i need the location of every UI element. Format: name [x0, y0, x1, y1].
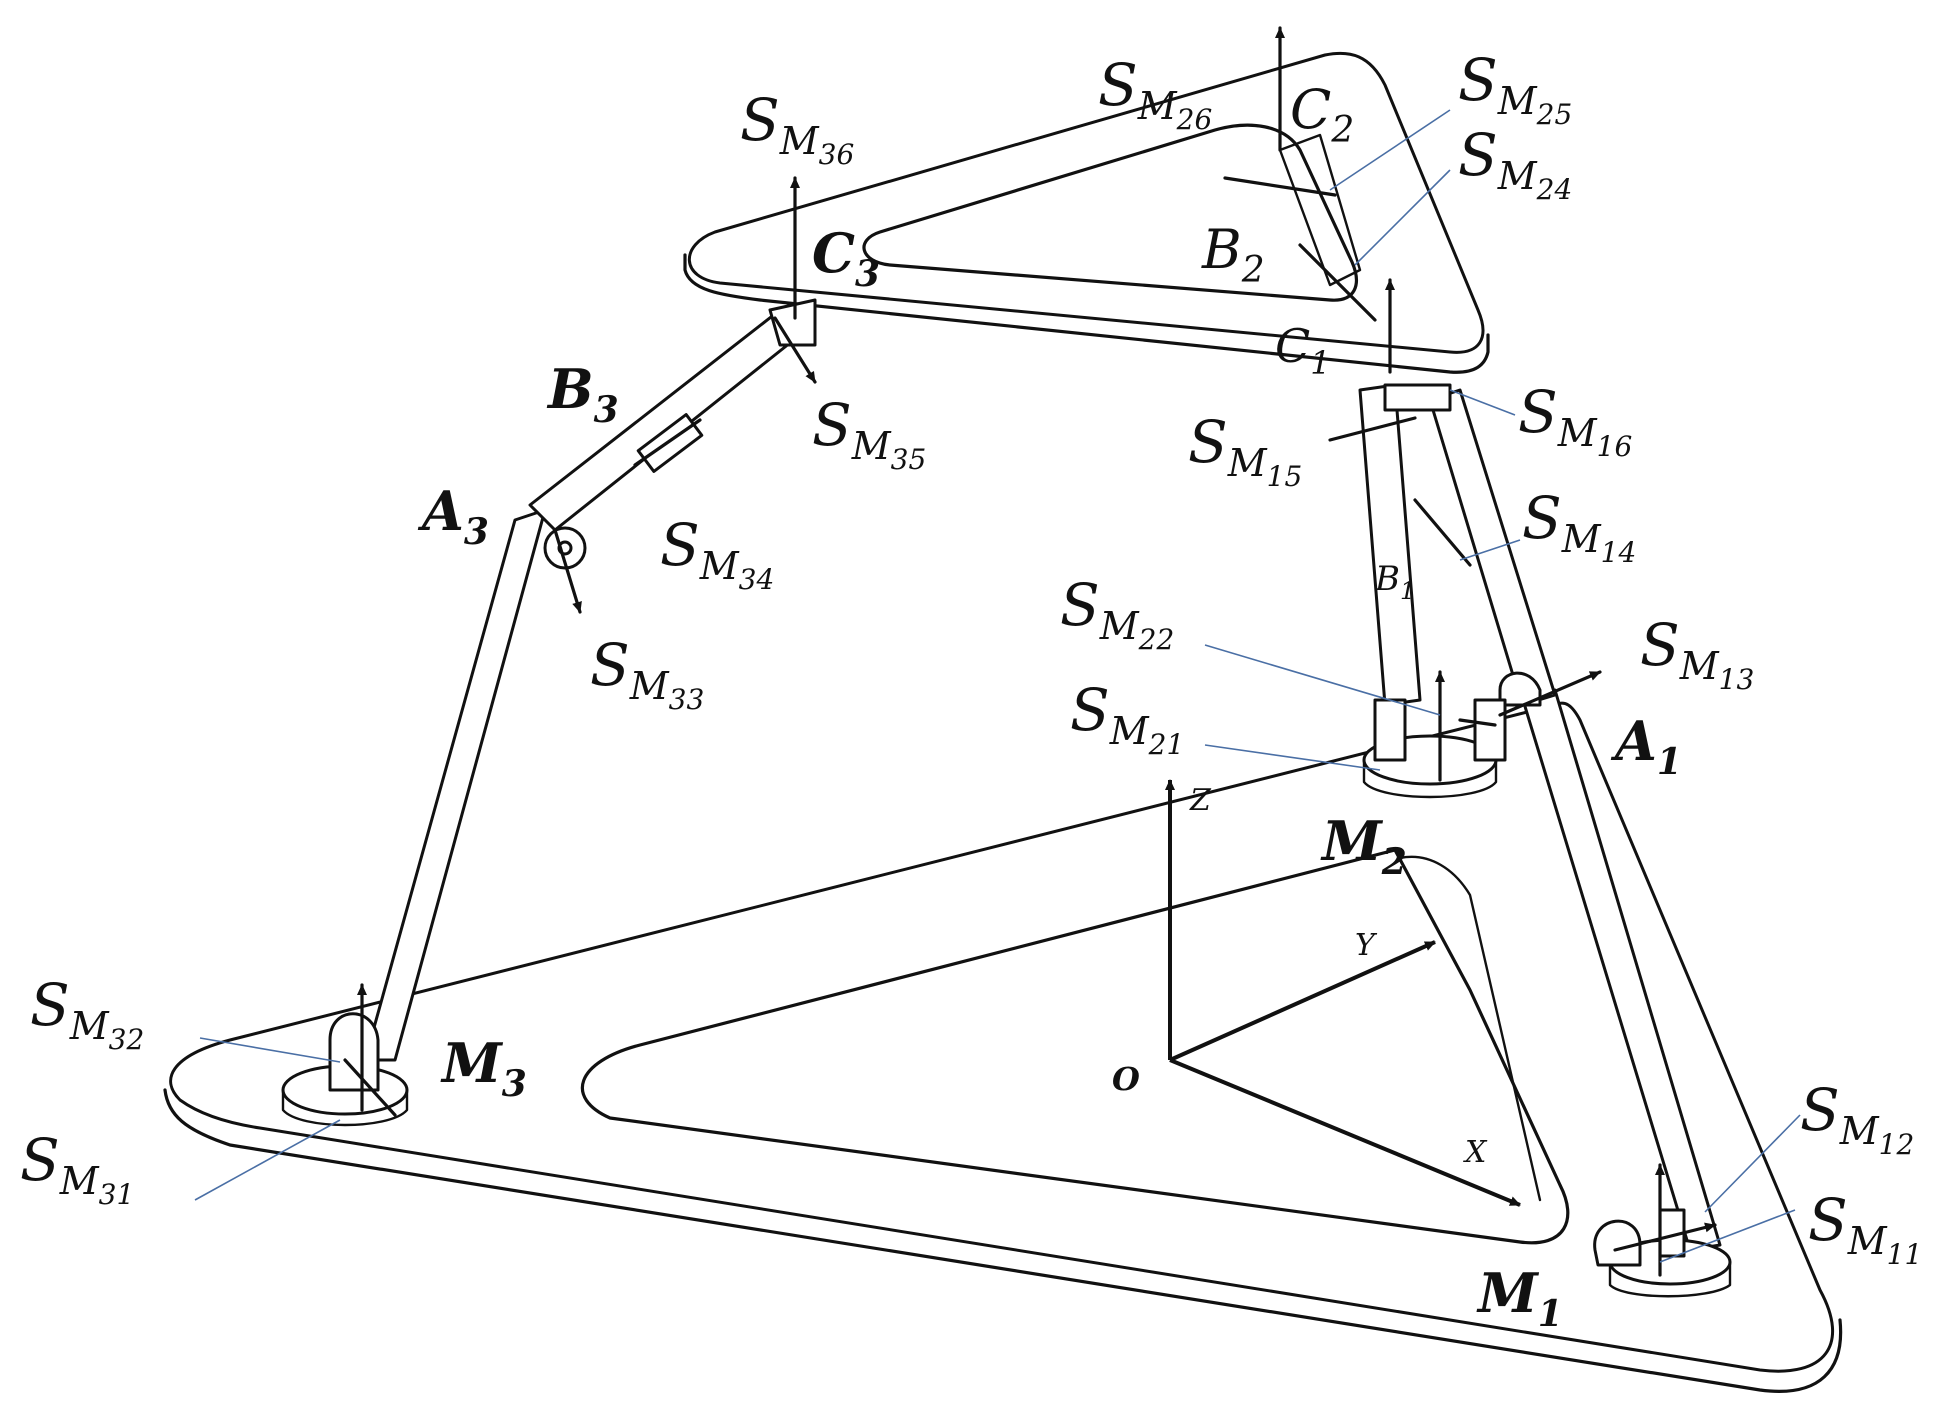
leader-SM11 — [1659, 1209, 1796, 1263]
label-B3: B3 — [546, 357, 619, 431]
leader-SM14 — [1459, 539, 1521, 561]
leader-SM12 — [1704, 1114, 1801, 1213]
axis-SM34 — [633, 418, 702, 467]
leader-SM31 — [194, 1119, 341, 1201]
leg1-strut — [1358, 383, 1422, 707]
label-SM33: SM33 — [590, 631, 704, 716]
screw-axes — [343, 26, 1717, 1277]
z-axis-label: Z — [1189, 783, 1212, 818]
label-SM31: SM31 — [20, 1126, 134, 1211]
leg-3 — [281, 298, 817, 1127]
x-axis-label: X — [1463, 1135, 1488, 1170]
leg3-lower-link — [363, 508, 547, 1062]
label-C3: C3 — [812, 221, 880, 295]
label-SM24: SM24 — [1458, 121, 1572, 206]
label-SM14: SM14 — [1522, 484, 1636, 569]
base-cutout-rim — [1398, 855, 1542, 1202]
label-SM32: SM32 — [30, 971, 144, 1056]
axis-SM15 — [1328, 416, 1417, 442]
leg3-base-mount-rim — [281, 1088, 409, 1127]
leader-SM16 — [1449, 389, 1516, 416]
leg1-joint-A1 — [1498, 671, 1542, 707]
label-SM25: SM25 — [1458, 46, 1572, 131]
base-platform-top — [169, 701, 1835, 1373]
leg-1 — [1358, 383, 1732, 1298]
label-B1: B1 — [1374, 559, 1415, 605]
y-axis-label: Y — [1355, 928, 1378, 963]
y-axis — [1169, 940, 1436, 1062]
label-SM34: SM34 — [660, 511, 774, 596]
leg3-joint-C3 — [768, 298, 817, 347]
leader-SM22 — [1204, 644, 1441, 716]
leg3-joint-M3 — [328, 1012, 380, 1092]
leg1-joint-C1 — [1383, 383, 1452, 412]
axis-SM22 — [1458, 718, 1497, 727]
label-SM15: SM15 — [1188, 408, 1302, 493]
screw-labels: SM11 SM12 SM13 SM14 SM15 SM16 SM21 SM22 … — [20, 46, 1922, 1271]
label-C2: C2 — [1290, 78, 1354, 151]
coordinate-frame: O Z Y X — [1112, 779, 1521, 1207]
label-M1: M1 — [1476, 1261, 1563, 1335]
label-SM21: SM21 — [1070, 676, 1184, 761]
leader-SM24 — [1354, 169, 1451, 266]
moving-platform — [683, 51, 1490, 374]
leader-SM32 — [199, 1037, 341, 1063]
label-SM22: SM22 — [1060, 571, 1174, 656]
point-labels: M1 M2 M3 A1 A3 B1 B2 B3 C1 C2 C3 — [417, 78, 1682, 1335]
label-SM26: SM26 — [1098, 51, 1212, 136]
axis-SM12 — [1613, 1222, 1717, 1252]
label-SM12: SM12 — [1800, 1076, 1914, 1161]
label-A1: A1 — [1610, 709, 1682, 783]
leg-2 — [1278, 133, 1507, 799]
label-SM13: SM13 — [1640, 611, 1754, 696]
axis-SM13 — [1498, 670, 1602, 717]
label-SM16: SM16 — [1518, 378, 1632, 463]
leg1-base-mount-rim — [1608, 1260, 1732, 1298]
label-A3: A3 — [417, 479, 489, 553]
axis-SM24 — [1298, 243, 1377, 322]
x-axis — [1169, 1058, 1521, 1207]
moving-platform-top — [687, 51, 1485, 354]
moving-platform-edge — [683, 253, 1490, 374]
base-platform-edge — [163, 1088, 1843, 1393]
axis-SM14 — [1413, 498, 1472, 567]
leader-SM25 — [1329, 109, 1451, 191]
label-SM35: SM35 — [812, 391, 926, 476]
label-SM36: SM36 — [740, 86, 854, 171]
leg2-base-mount-rim — [1362, 758, 1498, 799]
leg2-post-b — [1473, 698, 1507, 762]
axis-SM35 — [773, 316, 817, 384]
moving-platform-cutout — [862, 123, 1358, 302]
origin-label: O — [1112, 1060, 1140, 1098]
leader-lines — [194, 109, 1801, 1263]
label-B2: B2 — [1201, 218, 1265, 291]
base-cutout — [580, 848, 1570, 1245]
label-C1: C1 — [1275, 319, 1331, 382]
label-M2: M2 — [1320, 809, 1407, 883]
label-M3: M3 — [440, 1031, 527, 1105]
label-SM11: SM11 — [1808, 1186, 1922, 1271]
leg1-joint-M1 — [1593, 1219, 1642, 1267]
leader-SM21 — [1204, 744, 1381, 771]
leg2-post-a — [1373, 698, 1407, 762]
axis-SM33 — [553, 528, 582, 614]
axis-SM32 — [343, 1058, 397, 1117]
axis-SM25 — [1223, 176, 1337, 197]
leg2-upper-joint — [1278, 133, 1362, 287]
base-platform — [163, 701, 1843, 1393]
